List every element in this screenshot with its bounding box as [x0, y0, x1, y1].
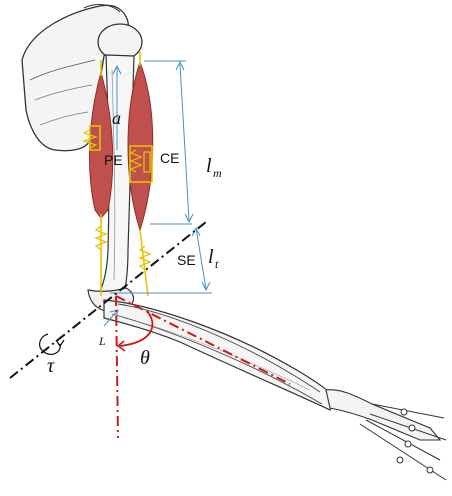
label-lt-main: l [208, 246, 214, 268]
label-se: SE [177, 252, 196, 268]
label-theta: θ [140, 347, 150, 369]
label-lm-main: l [206, 155, 212, 177]
label-a: a [112, 108, 121, 128]
label-lm-sub: m [213, 166, 222, 180]
label-lt-sub: t [215, 257, 219, 271]
label-L: L [98, 334, 106, 348]
label-lt: l t [208, 246, 219, 271]
forearm-bones [104, 300, 446, 480]
label-ce: CE [160, 150, 179, 166]
label-pe: PE [104, 152, 123, 168]
label-lm: l m [206, 155, 222, 180]
label-tau: τ [47, 355, 55, 377]
